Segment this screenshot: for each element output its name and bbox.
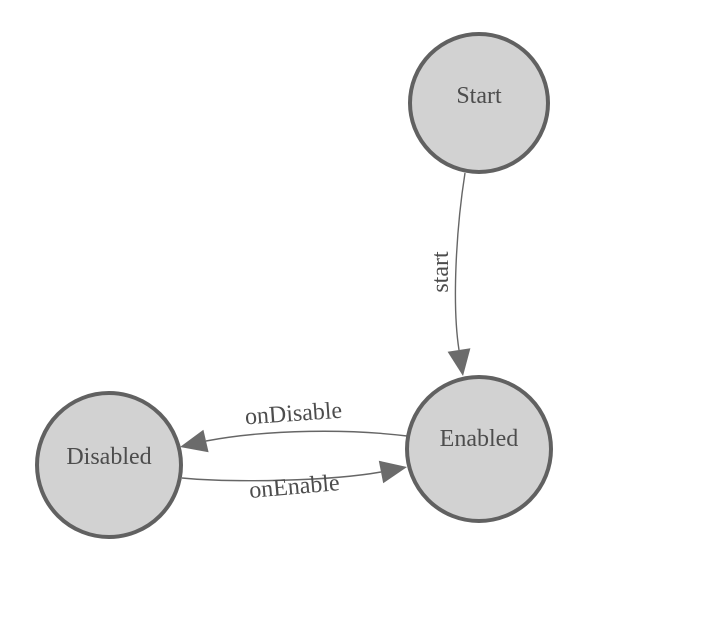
edge-line-start: [454, 172, 466, 351]
arrowhead-icon: [447, 348, 471, 376]
transition-start-to-enabled: start: [428, 172, 471, 376]
edge-label-onenable: onEnable: [248, 470, 341, 504]
transition-disabled-to-enabled: onEnable: [181, 460, 407, 504]
edge-label-ondisable: onDisable: [244, 398, 343, 431]
edge-line-onenable: [181, 471, 382, 482]
state-label-disabled: Disabled: [66, 444, 151, 470]
state-label-start: Start: [456, 83, 502, 109]
state-node-enabled: Enabled: [405, 375, 553, 523]
state-node-disabled: Disabled: [35, 391, 183, 539]
transition-enabled-to-disabled: onDisable: [180, 398, 408, 453]
state-circle: [35, 391, 183, 539]
arrowhead-icon: [378, 460, 407, 484]
edge-line-ondisable: [205, 430, 408, 442]
state-circle: [408, 32, 550, 174]
state-node-start: Start: [408, 32, 550, 174]
state-label-enabled: Enabled: [440, 426, 519, 452]
state-circle: [405, 375, 553, 523]
arrowhead-icon: [180, 429, 209, 453]
edge-label-start: start: [428, 251, 454, 293]
